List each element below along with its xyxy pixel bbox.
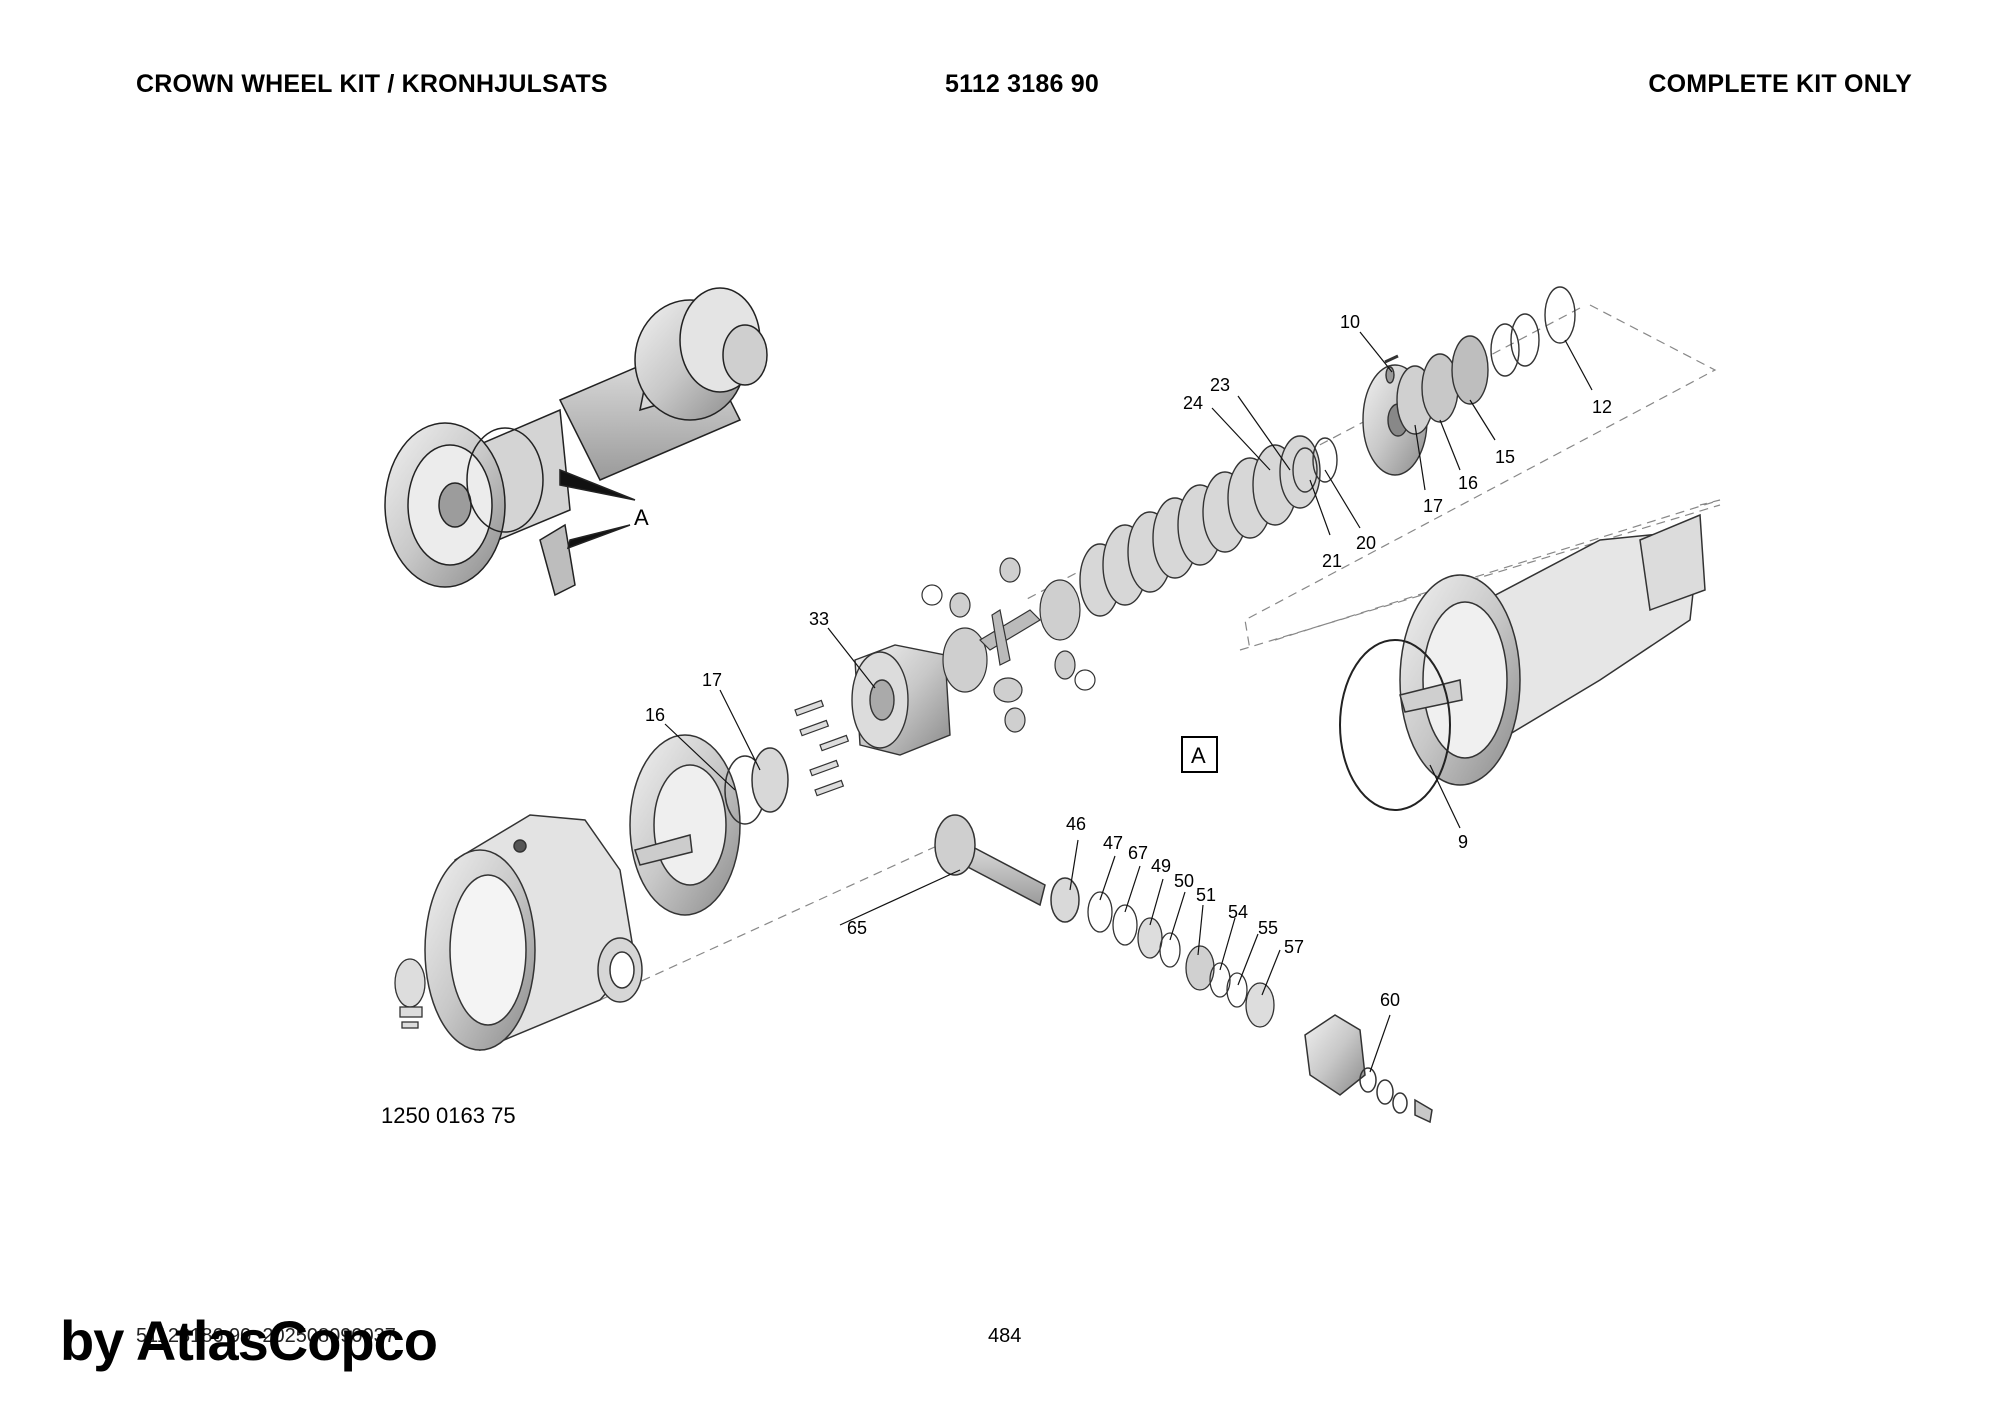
pinion-shaft: [934, 814, 1080, 923]
callout-label: 17: [702, 670, 722, 690]
axle-overview-illustration: [384, 287, 768, 597]
callout-label: 49: [1151, 856, 1171, 876]
callout-label: 10: [1340, 312, 1360, 332]
callout-label: 16: [645, 705, 665, 725]
differential-case: [851, 644, 951, 756]
detail-marker-box: [1181, 736, 1218, 773]
callout-label: 57: [1284, 937, 1304, 957]
callout-label: 23: [1210, 375, 1230, 395]
page-number: 484: [988, 1325, 1022, 1347]
callout-label: 47: [1103, 833, 1123, 853]
callout-label: 16: [1458, 473, 1478, 493]
watermark: by AtlasCopco: [60, 1309, 438, 1372]
kit-part-number: 5112 3186 90: [945, 70, 1099, 98]
drawing-reference-number: 1250 0163 75: [381, 1103, 516, 1128]
callout-label: 12: [1592, 397, 1612, 417]
drive-flange: [1304, 1014, 1433, 1124]
callout-label: 24: [1183, 393, 1203, 413]
differential-pinion-gears: [921, 557, 1096, 733]
callout-label: 33: [809, 609, 829, 629]
callout-label: 55: [1258, 918, 1278, 938]
callout-label: 51: [1196, 885, 1216, 905]
callout-label: 65: [847, 918, 867, 938]
callout-label: 46: [1066, 814, 1086, 834]
crown-wheel: [629, 734, 789, 916]
callout-label: 54: [1228, 902, 1248, 922]
bearing-ring-set: [1292, 286, 1576, 493]
detail-marker-A: A: [1191, 743, 1206, 768]
document-id: 51123186 90_202508090037: [136, 1325, 396, 1347]
callout-label: 67: [1128, 843, 1148, 863]
page-title: CROWN WHEEL KIT / KRONHJULSATS: [136, 70, 608, 98]
axle-housing: [424, 814, 643, 1052]
callout-label: 17: [1423, 496, 1443, 516]
locking-plate: [394, 958, 426, 1029]
callout-labels: 10 23 24 12 15 16 17 21 20 33 17 16 46 4…: [645, 312, 1612, 1010]
callout-label: 9: [1458, 832, 1468, 852]
view-marker-A: A: [634, 505, 649, 530]
kit-note: COMPLETE KIT ONLY: [1648, 70, 1912, 98]
assembly-axis-lines: [599, 304, 1721, 1001]
callout-label: 20: [1356, 533, 1376, 553]
axle-tube-housing: [1399, 513, 1706, 786]
clutch-plate-stack: [1079, 435, 1321, 617]
pinion-bearing-rings: [1087, 891, 1275, 1028]
callout-label: 60: [1380, 990, 1400, 1010]
leader-lines: [664, 331, 1593, 1073]
callout-label: 21: [1322, 551, 1342, 571]
o-ring: [1339, 639, 1451, 811]
callout-label: 50: [1174, 871, 1194, 891]
differential-bolts: [794, 699, 850, 797]
callout-label: 15: [1495, 447, 1515, 467]
